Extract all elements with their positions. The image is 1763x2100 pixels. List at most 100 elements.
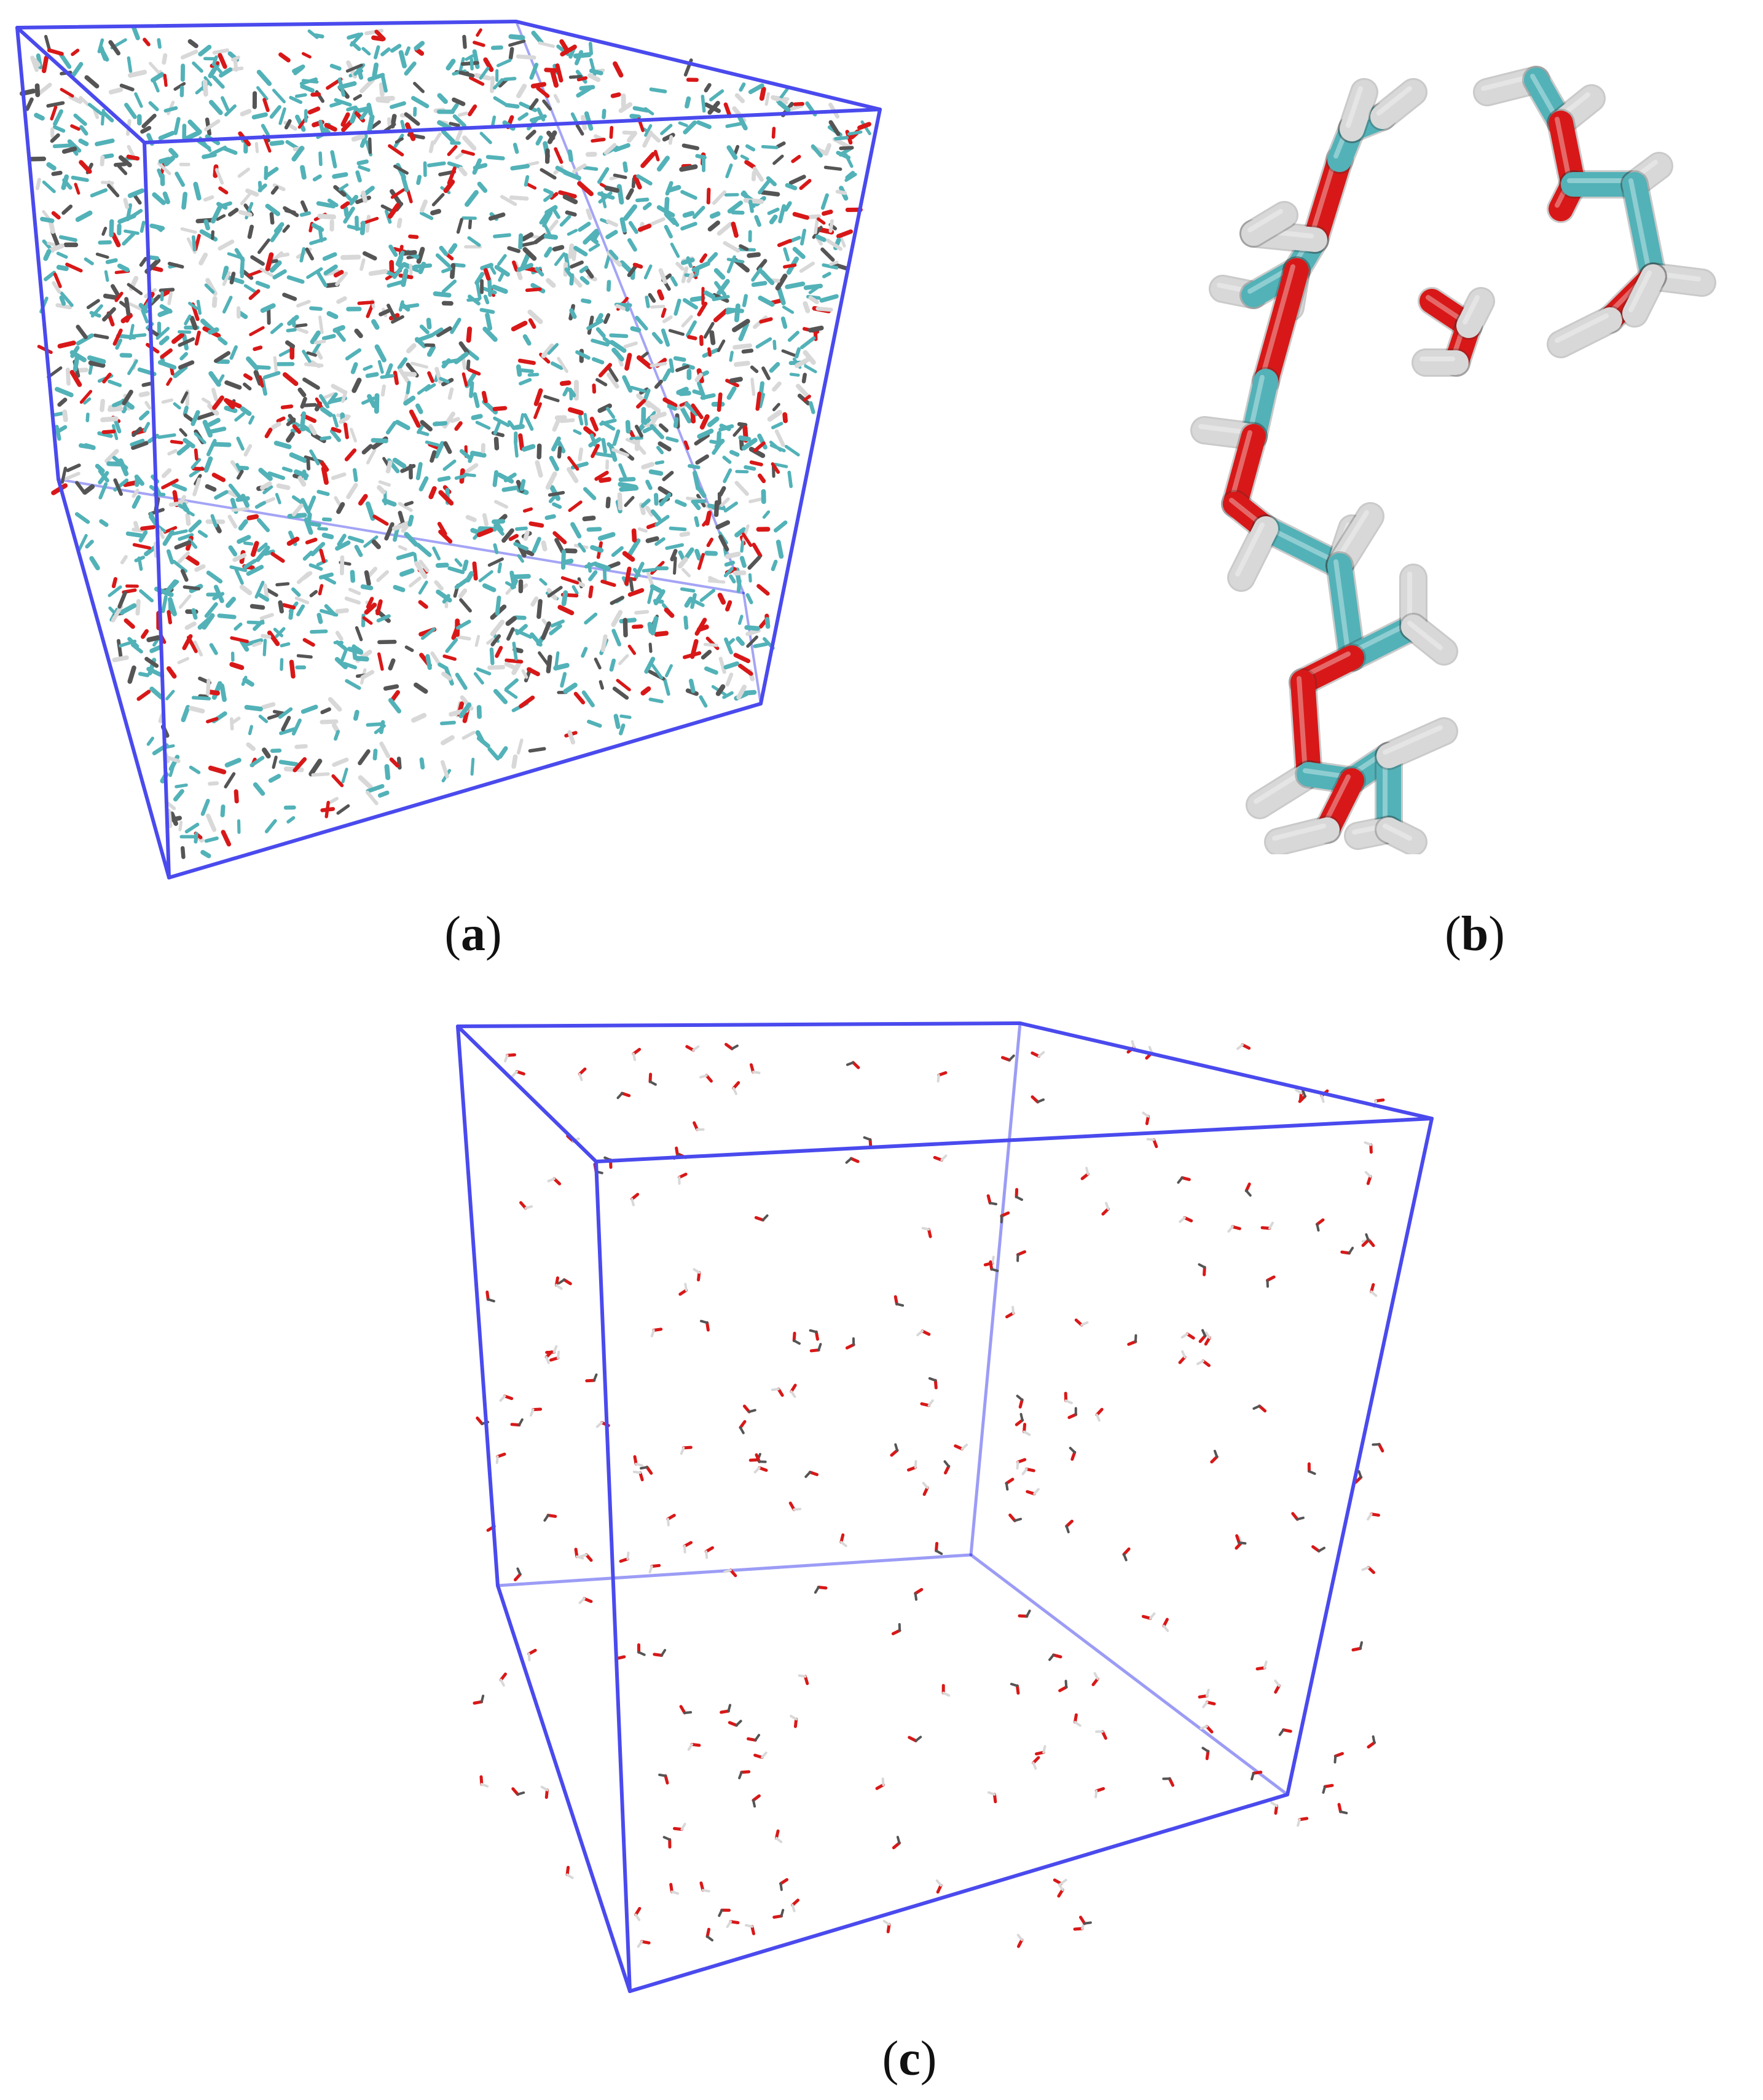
molecule-stick xyxy=(578,1597,586,1605)
molecule-stick xyxy=(544,1788,549,1799)
molecule-stick xyxy=(493,416,510,427)
molecule-stick xyxy=(790,1390,796,1398)
panel-b-cluster xyxy=(1168,37,1757,854)
molecule-stick xyxy=(513,541,529,551)
molecule-stick xyxy=(709,211,721,219)
molecule-stick xyxy=(725,163,733,179)
molecule-stick xyxy=(727,200,744,214)
molecule-stick xyxy=(760,270,775,285)
molecule-stick xyxy=(640,498,651,508)
molecule-stick xyxy=(463,463,479,474)
molecule-stick xyxy=(243,541,254,546)
molecule-stick xyxy=(51,170,63,176)
molecule-stick xyxy=(1320,1094,1325,1103)
molecule-stick xyxy=(377,485,387,495)
molecule-stick xyxy=(431,193,445,206)
molecule-stick xyxy=(438,490,454,506)
molecule-stick xyxy=(517,358,536,365)
molecule-stick xyxy=(549,192,559,200)
molecule-stick xyxy=(472,158,482,175)
molecule-stick xyxy=(589,433,597,447)
molecule-stick xyxy=(155,326,170,340)
molecule-stick xyxy=(522,507,533,513)
molecule-stick xyxy=(289,452,308,463)
molecule-stick xyxy=(433,291,452,298)
molecule-stick xyxy=(787,331,799,342)
molecule-stick xyxy=(25,97,34,111)
molecule-stick xyxy=(101,153,114,159)
molecule-stick xyxy=(579,265,589,273)
molecule-stick xyxy=(560,576,579,584)
molecule-stick xyxy=(578,221,591,232)
molecule-stick xyxy=(151,72,165,83)
molecule-stick xyxy=(250,541,259,557)
molecule-stick xyxy=(137,556,143,571)
molecule-stick xyxy=(166,549,175,565)
molecule-stick xyxy=(547,1178,556,1182)
molecule-stick xyxy=(401,175,409,192)
molecule-stick xyxy=(253,364,271,370)
molecule-stick xyxy=(178,533,194,541)
molecule-stick xyxy=(35,178,41,191)
molecule-stick xyxy=(457,111,468,117)
molecule-stick xyxy=(335,631,344,642)
molecule-stick xyxy=(659,423,669,433)
molecule-stick xyxy=(547,130,557,144)
molecule-stick xyxy=(684,596,693,608)
molecule-stick xyxy=(194,564,206,572)
molecule-stick xyxy=(670,276,678,287)
molecule-stick xyxy=(781,349,798,358)
molecule-stick xyxy=(375,97,391,104)
molecule-stick xyxy=(738,1771,743,1780)
molecule-stick xyxy=(294,93,307,98)
molecule-stick xyxy=(751,170,756,182)
molecule-stick xyxy=(375,599,383,616)
molecule-stick xyxy=(500,195,517,206)
molecule-stick xyxy=(197,530,208,538)
molecule-stick xyxy=(602,336,611,345)
molecule-stick xyxy=(605,230,618,240)
molecule-stick xyxy=(481,390,488,404)
molecule-stick xyxy=(704,83,712,93)
molecule-stick xyxy=(649,87,667,93)
molecule-stick xyxy=(264,588,278,597)
molecule-stick xyxy=(752,1799,756,1808)
molecule-stick xyxy=(202,152,217,159)
molecule-stick xyxy=(229,565,248,572)
molecule-stick xyxy=(78,138,89,146)
molecule-stick xyxy=(100,399,105,412)
molecule-stick xyxy=(197,411,215,420)
molecule-stick xyxy=(178,820,183,832)
molecule-stick xyxy=(495,645,503,658)
molecule-stick xyxy=(416,246,425,264)
box-edge xyxy=(496,1584,632,1993)
molecule-stick xyxy=(660,1649,667,1657)
molecule-stick xyxy=(936,1074,940,1083)
box-edge xyxy=(594,1117,1434,1163)
molecule-stick xyxy=(1059,1878,1067,1885)
molecule-stick xyxy=(542,99,552,111)
molecule-stick xyxy=(224,772,236,788)
molecule-stick xyxy=(612,686,629,700)
molecule-stick xyxy=(188,301,198,310)
molecule-stick xyxy=(516,738,524,755)
molecule-stick xyxy=(204,283,215,294)
molecule-stick xyxy=(270,552,285,563)
molecule-stick xyxy=(492,470,499,487)
molecule-stick xyxy=(127,637,139,648)
molecule-stick xyxy=(331,472,347,481)
molecule-stick xyxy=(771,462,780,474)
molecule-stick xyxy=(803,301,811,313)
molecule-stick xyxy=(636,355,653,369)
molecule-stick xyxy=(809,401,815,414)
box-edge xyxy=(15,26,60,481)
molecule-stick xyxy=(449,263,456,279)
molecule-stick xyxy=(471,414,483,420)
molecule-stick xyxy=(75,210,93,222)
molecule-stick xyxy=(554,538,565,554)
molecule-stick xyxy=(664,213,677,226)
molecule-stick xyxy=(376,570,389,583)
molecule-stick xyxy=(337,77,346,97)
molecule-stick xyxy=(296,604,305,616)
molecule-stick xyxy=(630,385,646,393)
